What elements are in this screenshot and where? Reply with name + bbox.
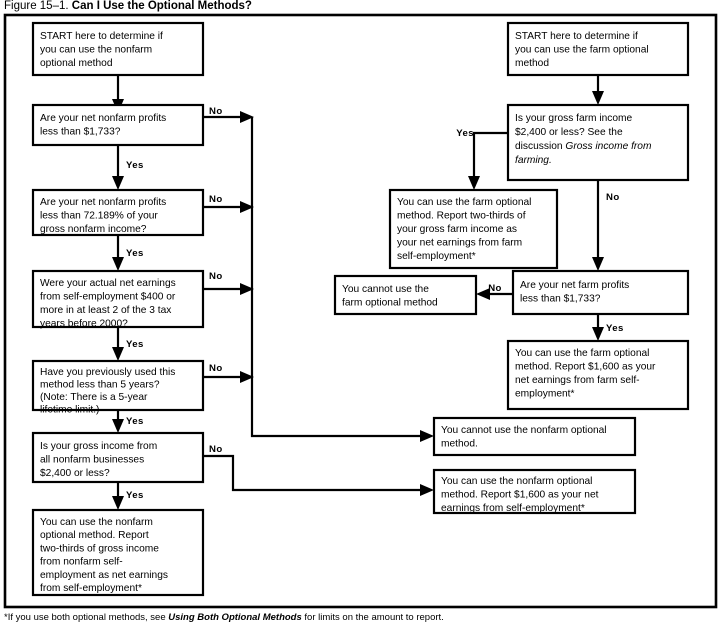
connector-nonfarm-no-bus bbox=[203, 111, 434, 442]
connector-farm-start-to-q1 bbox=[592, 75, 604, 105]
connector-farm-q2-no-to-cannot bbox=[476, 288, 513, 300]
node-cannot-use-farm-optional-text: You cannot use the farm optional method bbox=[342, 284, 438, 309]
node-nonfarm-report-1600-text: You can use the nonfarm optional method.… bbox=[441, 476, 601, 514]
figure-title: Can I Use the Optional Methods? bbox=[71, 0, 252, 12]
connector-farm-q1-no-to-q2 bbox=[592, 180, 604, 271]
connector-nonfarm-q5-no-to-result1600 bbox=[203, 454, 434, 496]
node-gross-income-2400-or-less[interactable] bbox=[31, 431, 205, 484]
connector-nonfarm-q2-yes-to-q3 bbox=[112, 235, 124, 271]
connector-nonfarm-q1-yes-to-q2 bbox=[112, 145, 124, 190]
farm-q1-italic-ref: Gross income from bbox=[565, 141, 652, 152]
edge-label-farm-q1-yes: Yes bbox=[456, 128, 474, 139]
edge-label-nonfarm-q5-yes: Yes bbox=[126, 490, 144, 501]
node-nonfarm-start-text: START here to determine if you can use t… bbox=[40, 31, 166, 69]
figure-number: Figure 15–1. bbox=[4, 0, 69, 12]
node-nonfarm-start[interactable] bbox=[31, 21, 205, 77]
edge-label-nonfarm-q2-no: No bbox=[209, 194, 223, 205]
connector-nonfarm-q4-yes-to-q5 bbox=[112, 410, 124, 433]
node-farm-profits-under-1733[interactable] bbox=[511, 269, 690, 316]
node-nonfarm-profits-under-72189-percent-text: Are your net nonfarm profits less than 7… bbox=[40, 197, 169, 235]
node-nonfarm-profits-under-72189-percent[interactable] bbox=[31, 188, 205, 237]
edge-label-farm-q2-yes: Yes bbox=[606, 323, 624, 334]
node-nonfarm-report-1600[interactable] bbox=[432, 468, 637, 515]
node-gross-income-2400-or-less-text: Is your gross income from all nonfarm bu… bbox=[40, 441, 160, 479]
edge-label-nonfarm-q4-yes: Yes bbox=[126, 416, 144, 427]
node-actual-net-earnings-400-test[interactable] bbox=[31, 269, 205, 329]
node-nonfarm-report-two-thirds-text: You can use the nonfarm optional method.… bbox=[40, 517, 171, 594]
edge-label-nonfarm-q4-no: No bbox=[209, 363, 223, 374]
node-nonfarm-report-two-thirds[interactable] bbox=[31, 508, 205, 597]
figure-caption: Figure 15–1. Can I Use the Optional Meth… bbox=[4, 0, 252, 14]
node-actual-net-earnings-400-test-text: Were your actual net earnings from self-… bbox=[40, 278, 179, 330]
node-farm-profits-under-1733-text: Are your net farm profits less than $1,7… bbox=[520, 280, 632, 305]
edge-label-nonfarm-q3-no: No bbox=[209, 271, 223, 282]
connector-nonfarm-q3-yes-to-q4 bbox=[112, 327, 124, 361]
node-used-method-under-5-years[interactable] bbox=[31, 359, 205, 412]
edge-label-farm-q1-no: No bbox=[606, 192, 620, 203]
figure-footnote: *If you use both optional methods, see U… bbox=[4, 612, 444, 624]
node-farm-start-text: START here to determine if you can use t… bbox=[515, 31, 652, 69]
edge-label-nonfarm-q5-no: No bbox=[209, 444, 223, 455]
node-farm-report-two-thirds[interactable] bbox=[388, 188, 559, 270]
footnote-italic-ref: Using Both Optional Methods bbox=[168, 612, 302, 623]
node-nonfarm-profits-under-1733-text: Are your net nonfarm profits less than $… bbox=[40, 113, 169, 138]
edge-label-farm-q2-no: No bbox=[488, 283, 502, 294]
node-cannot-use-nonfarm-optional-text: You cannot use the nonfarm optional meth… bbox=[441, 425, 609, 450]
node-farm-report-1600[interactable] bbox=[506, 339, 690, 411]
edge-label-nonfarm-q3-yes: Yes bbox=[126, 339, 144, 350]
connector-farm-q1-yes-to-result bbox=[468, 131, 508, 190]
node-farm-report-two-thirds-text: You can use the farm optional method. Re… bbox=[397, 197, 534, 262]
connector-farm-q2-yes-to-result1600 bbox=[592, 314, 604, 341]
node-gross-farm-income-2400-or-less-text: Is your gross farm income $2,400 or less… bbox=[515, 113, 654, 166]
edge-label-nonfarm-q1-no: No bbox=[209, 106, 223, 117]
node-farm-start[interactable] bbox=[506, 21, 690, 77]
footnote-prefix: *If you use both optional methods, see bbox=[4, 612, 169, 623]
edge-label-nonfarm-q1-yes: Yes bbox=[126, 160, 144, 171]
node-nonfarm-profits-under-1733[interactable] bbox=[31, 103, 205, 147]
edge-label-nonfarm-q2-yes: Yes bbox=[126, 248, 144, 259]
node-used-method-under-5-years-text: Have you previously used this method les… bbox=[40, 367, 178, 416]
node-cannot-use-nonfarm-optional[interactable] bbox=[432, 416, 637, 457]
node-cannot-use-farm-optional[interactable] bbox=[333, 274, 478, 316]
footnote-suffix: for limits on the amount to report. bbox=[301, 612, 444, 623]
figure-frame bbox=[3, 13, 718, 609]
connector-nonfarm-q5-yes-to-result bbox=[112, 482, 124, 510]
node-gross-farm-income-2400-or-less[interactable] bbox=[506, 103, 690, 182]
node-farm-report-1600-text: You can use the farm optional method. Re… bbox=[515, 348, 658, 400]
